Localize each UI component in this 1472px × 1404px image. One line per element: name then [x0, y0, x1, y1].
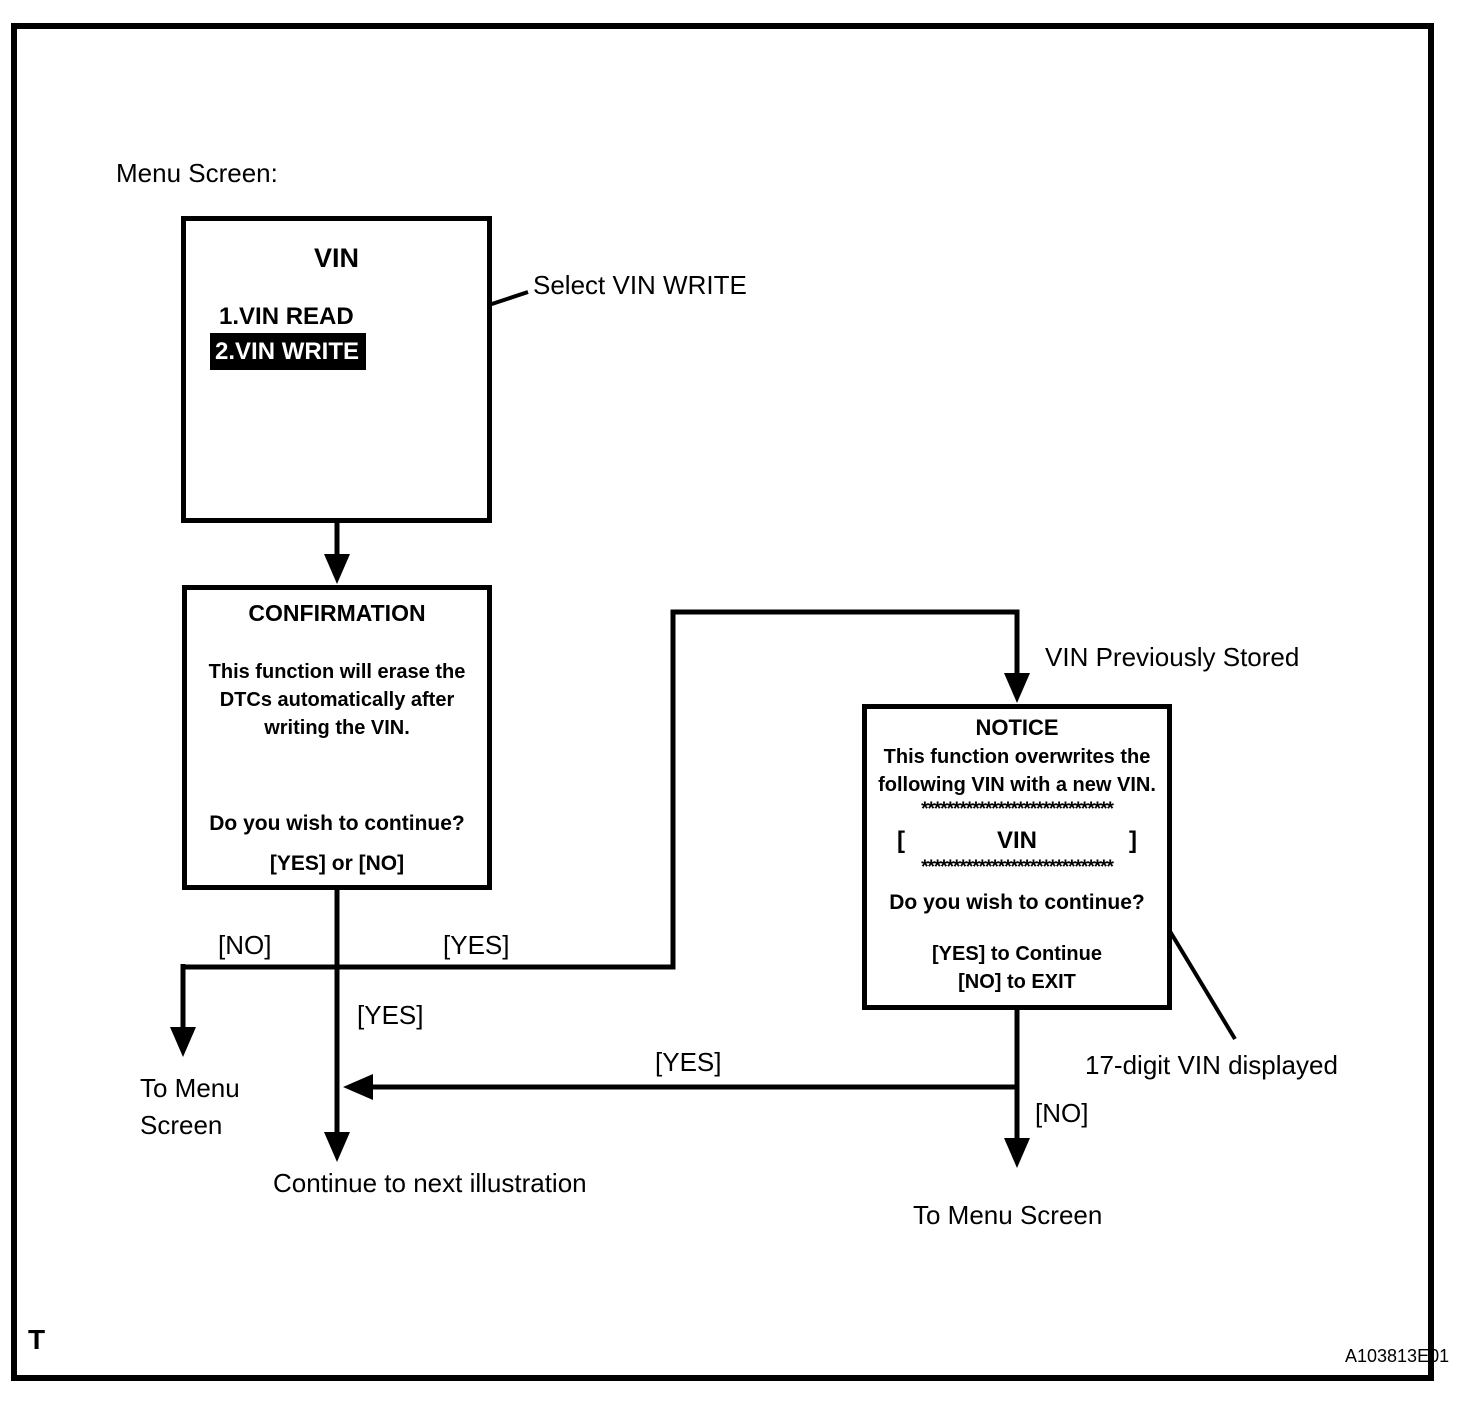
notice-option-yes: [YES] to Continue	[932, 943, 1102, 965]
vin-field-close-bracket: ]	[1128, 827, 1137, 854]
confirmation-title: CONFIRMATION	[248, 600, 426, 626]
arrow-confirmation-down-head	[324, 1132, 350, 1162]
menu-item-vin-write-highlighted: 2.VIN WRITE	[210, 333, 366, 370]
seventeen-digit-vin-annotation: 17-digit VIN displayed	[1085, 1050, 1338, 1080]
menu-item-vin-read: 1.VIN READ	[219, 303, 354, 330]
page-border-frame	[11, 23, 1434, 1381]
figure-code: A103813E01	[1345, 1346, 1450, 1366]
notice-option-no: [NO] to EXIT	[958, 971, 1076, 993]
yes-down-label: [YES]	[357, 1000, 424, 1030]
arrow-yes-return-head	[343, 1074, 373, 1100]
vin-field-row: [ VIN ]	[867, 827, 1167, 855]
notice-question: Do you wish to continue?	[889, 891, 1145, 914]
notice-title: NOTICE	[975, 715, 1059, 740]
asterisk-separator-top: ******************************	[921, 799, 1114, 820]
arrow-vin-to-confirmation-head	[324, 554, 350, 584]
to-menu-screen-right-label: To Menu Screen	[913, 1200, 1103, 1230]
vin-previously-stored-annotation: VIN Previously Stored	[1045, 642, 1300, 672]
confirmation-question: Do you wish to continue?	[209, 812, 465, 835]
confirmation-body-line: This function will erase the	[208, 661, 466, 683]
continue-next-illustration-label: Continue to next illustration	[273, 1168, 587, 1198]
asterisk-separator-bottom: ******************************	[921, 857, 1114, 878]
page-letter: T	[28, 1324, 46, 1355]
vin-field-label: VIN	[996, 827, 1037, 854]
yes-branch-path-to-notice	[183, 609, 1020, 970]
confirmation-screen-box: CONFIRMATION This function will erase th…	[182, 585, 492, 890]
arrow-notice-down-head	[1004, 1138, 1030, 1168]
confirmation-options: [YES] or [NO]	[269, 852, 405, 875]
confirmation-body-line: writing the VIN.	[264, 717, 410, 739]
notice-body-line: following VIN with a new VIN.	[878, 774, 1156, 796]
no-down-label: [NO]	[1035, 1098, 1089, 1128]
yes-branch-label: [YES]	[443, 930, 510, 960]
arrow-into-notice-head	[1004, 673, 1030, 703]
confirmation-body: This function will erase the DTCs automa…	[187, 658, 487, 742]
to-menu-screen-left-label: To Menu Screen	[140, 1070, 240, 1144]
select-vin-write-annotation: Select VIN WRITE	[533, 270, 747, 300]
arrow-no-branch-head	[170, 1027, 196, 1057]
notice-body: This function overwrites the following V…	[867, 743, 1167, 799]
to-menu-left-line1: To Menu	[140, 1073, 240, 1103]
to-menu-left-line2: Screen	[140, 1110, 223, 1140]
notice-body-line: This function overwrites the	[883, 746, 1151, 768]
vin-menu-screen-box: VIN 1.VIN READ 2.VIN WRITE	[181, 216, 492, 523]
vin-screen-title: VIN	[313, 243, 359, 273]
notice-screen-box: NOTICE This function overwrites the foll…	[862, 704, 1172, 1010]
no-branch-label: [NO]	[218, 930, 272, 960]
yes-return-label: [YES]	[655, 1047, 722, 1077]
menu-screen-label: Menu Screen:	[116, 158, 278, 188]
confirmation-body-line: DTCs automatically after	[219, 689, 455, 711]
vin-field-open-bracket: [	[897, 827, 905, 854]
